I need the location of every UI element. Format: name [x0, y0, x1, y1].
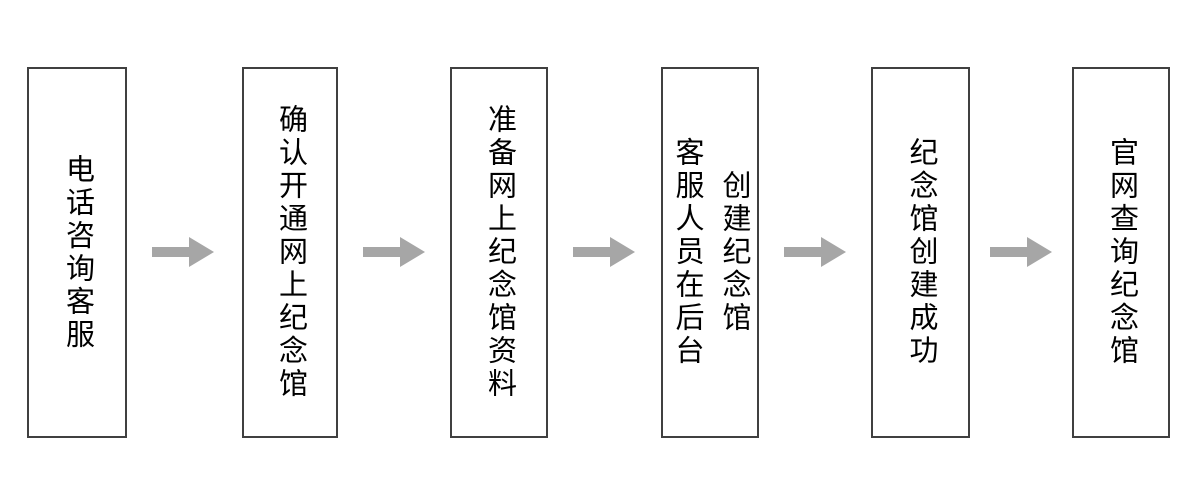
arrow-right-icon	[152, 237, 214, 267]
arrow-shape	[573, 237, 635, 267]
flow-step-2-label: 确认开通网上纪念馆	[274, 104, 307, 401]
arrow-shape	[363, 237, 425, 267]
arrow-right-icon	[990, 237, 1052, 267]
flow-step-4: 客服人员在后台 创建纪念馆	[661, 67, 759, 438]
arrow-shape	[990, 237, 1052, 267]
flow-step-5: 纪念馆创建成功	[871, 67, 970, 438]
flow-step-2: 确认开通网上纪念馆	[242, 67, 338, 438]
arrow-right-icon	[573, 237, 635, 267]
flow-step-1: 电话咨询客服	[27, 67, 127, 438]
arrow-shape	[152, 237, 214, 267]
flow-step-6: 官网查询纪念馆	[1072, 67, 1170, 438]
flow-step-3-label: 准备网上纪念馆资料	[483, 104, 516, 401]
arrow-right-icon	[784, 237, 846, 267]
arrow-right-icon	[363, 237, 425, 267]
flow-step-5-label: 纪念馆创建成功	[904, 137, 937, 368]
flow-step-3: 准备网上纪念馆资料	[450, 67, 548, 438]
flow-step-4-label: 客服人员在后台 创建纪念馆	[671, 137, 750, 368]
arrow-shape	[784, 237, 846, 267]
flow-step-6-label: 官网查询纪念馆	[1105, 137, 1138, 368]
flow-step-1-label: 电话咨询客服	[61, 153, 94, 352]
